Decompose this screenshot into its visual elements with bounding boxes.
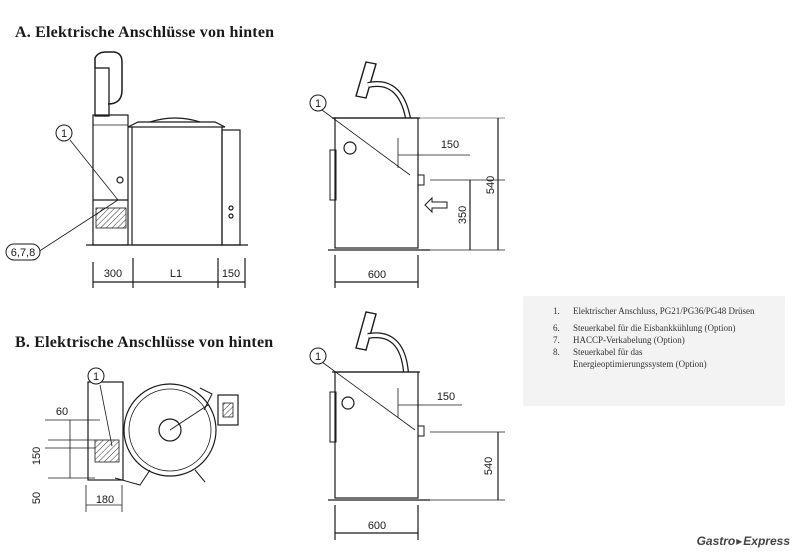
dimension-label: 150 — [222, 268, 240, 280]
view-a-side — [321, 61, 505, 288]
legend-text: Steuerkabel für die Eisbankkühlung (Opti… — [573, 323, 736, 333]
view-b-top — [45, 381, 239, 512]
callout-label: 1 — [61, 128, 67, 140]
dimension-label: 350 — [457, 206, 469, 224]
legend-text: Steuerkabel für das — [573, 347, 643, 357]
dimension-label: L1 — [170, 268, 182, 280]
heading-section-b: B. Elektrische Anschlüsse von hinten — [15, 334, 274, 351]
legend-text: Elektrischer Anschluss, PG21/PG36/PG48 D… — [573, 306, 755, 316]
heading-section-a: A. Elektrische Anschlüsse von hinten — [15, 24, 275, 41]
legend-box: 1. Elektrischer Anschluss, PG21/PG36/PG4… — [523, 296, 785, 406]
dimension-label: 60 — [56, 406, 68, 418]
view-a-front — [37, 51, 248, 288]
legend-number: 8. — [553, 347, 560, 357]
brand-left: Gastro — [696, 534, 736, 548]
callout-1-a-front: 1 — [55, 124, 73, 142]
dimension-label: 540 — [483, 457, 495, 475]
dimension-label: 150 — [441, 139, 459, 151]
dimension-label: 50 — [31, 492, 43, 504]
dimension-label: 540 — [485, 176, 497, 194]
callout-label: 1 — [93, 371, 99, 383]
legend-number: 1. — [553, 306, 560, 316]
brand-separator-icon: ▸ — [736, 534, 743, 548]
brand-right: Express — [743, 534, 790, 548]
dimension-label: 600 — [368, 520, 386, 532]
legend-text: HACCP-Verkabelung (Option) — [573, 335, 685, 345]
dimension-label: 300 — [104, 268, 122, 280]
dimension-label: 150 — [437, 391, 455, 403]
dimension-label: 180 — [96, 494, 114, 506]
callout-label: 1 — [315, 351, 321, 363]
callout-1-b-top: 1 — [87, 367, 105, 385]
callout-label: 1 — [315, 98, 321, 110]
view-b-side — [321, 311, 505, 540]
legend-number: 7. — [553, 335, 560, 345]
callout-label: 6,7,8 — [11, 247, 35, 259]
legend-number: 6. — [553, 323, 560, 333]
brand-watermark: Gastro▸Express — [697, 534, 790, 548]
callout-1-b-side: 1 — [309, 347, 327, 365]
dimension-label: 600 — [368, 269, 386, 281]
dimension-label: 150 — [31, 447, 43, 465]
callout-1-a-side: 1 — [309, 94, 327, 112]
legend-text: Energieoptimierungssystem (Option) — [573, 359, 707, 369]
callout-678: 6,7,8 — [5, 243, 41, 261]
